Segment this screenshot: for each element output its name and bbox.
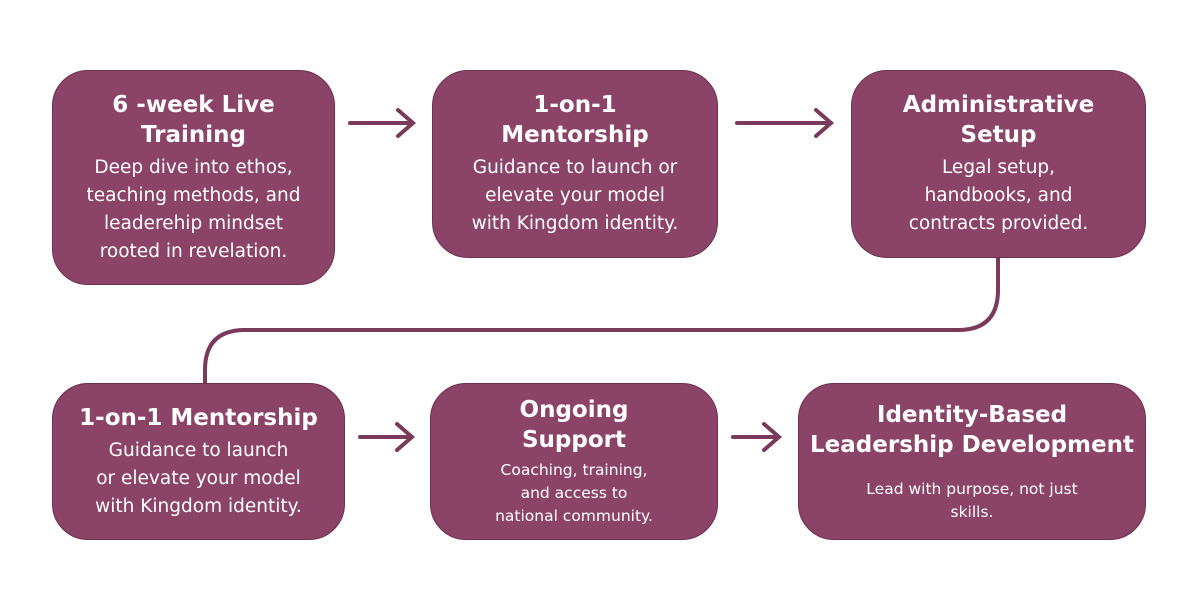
step-description: Legal setup, handbooks, and contracts prov… [852,154,1145,238]
step-description-line: elevate your model [485,185,665,206]
step-title-line: Administrative [902,92,1095,118]
step-description-line: Guidance to launch or [472,157,678,178]
step-description-line: Legal setup, [941,157,1056,178]
arrow-1-2 [348,108,417,138]
step-title-line: 1-on-1 Mentorship [79,404,318,431]
step-description-line: or elevate your model [96,467,301,489]
step-title-line: 6 -week Live [112,91,275,118]
step-title-line: Leadership Development [810,431,1134,458]
step-description-line: with Kingdom identity. [95,495,302,517]
step-title: 1-on-1 Mentorship [53,403,344,433]
step-description-line: Guidance to launch [108,439,289,461]
step-title-line: Mentorship [501,122,649,148]
step-card-mentorship-2: 1-on-1 Mentorship Guidance to launch or e… [52,383,345,540]
step-title-line: Identity-Based [876,401,1068,428]
arrow-2-3 [735,108,835,138]
step-description-line: leaderehip mindset [104,212,283,234]
step-description-line: Coaching, training, [500,461,648,479]
step-description-line: skills. [950,502,994,521]
step-description: Lead with purpose, not just skills. [799,478,1145,524]
connector-3-4 [203,256,1000,385]
step-description: Deep dive into ethos, teaching methods, a… [53,154,334,266]
step-title-line: Support [521,427,626,453]
step-description-line: Lead with purpose, not just [866,479,1078,498]
step-description-line: and access to [520,484,628,502]
step-description: Guidance to launch or elevate your model w… [53,437,344,521]
step-description-line: Deep dive into ethos, [94,156,293,178]
arrow-4-5 [358,422,416,452]
step-description-line: rooted in revelation. [99,240,288,262]
step-description-line: national community. [495,507,653,525]
step-title-line: Ongoing [519,397,629,423]
step-description: Guidance to launch or elevate your model w… [433,154,717,238]
step-title-line: Setup [960,122,1037,148]
step-description-line: contracts provided. [908,213,1089,234]
step-title-line: 1-on-1 [533,92,617,118]
step-description-line: handbooks, and [924,185,1073,206]
arrow-5-6 [731,422,783,452]
step-description: Coaching, training, and access to national… [431,459,717,528]
step-title-line: Training [140,121,246,148]
step-description-line: with Kingdom identity. [471,213,679,234]
step-description-line: teaching methods, and [86,184,301,206]
